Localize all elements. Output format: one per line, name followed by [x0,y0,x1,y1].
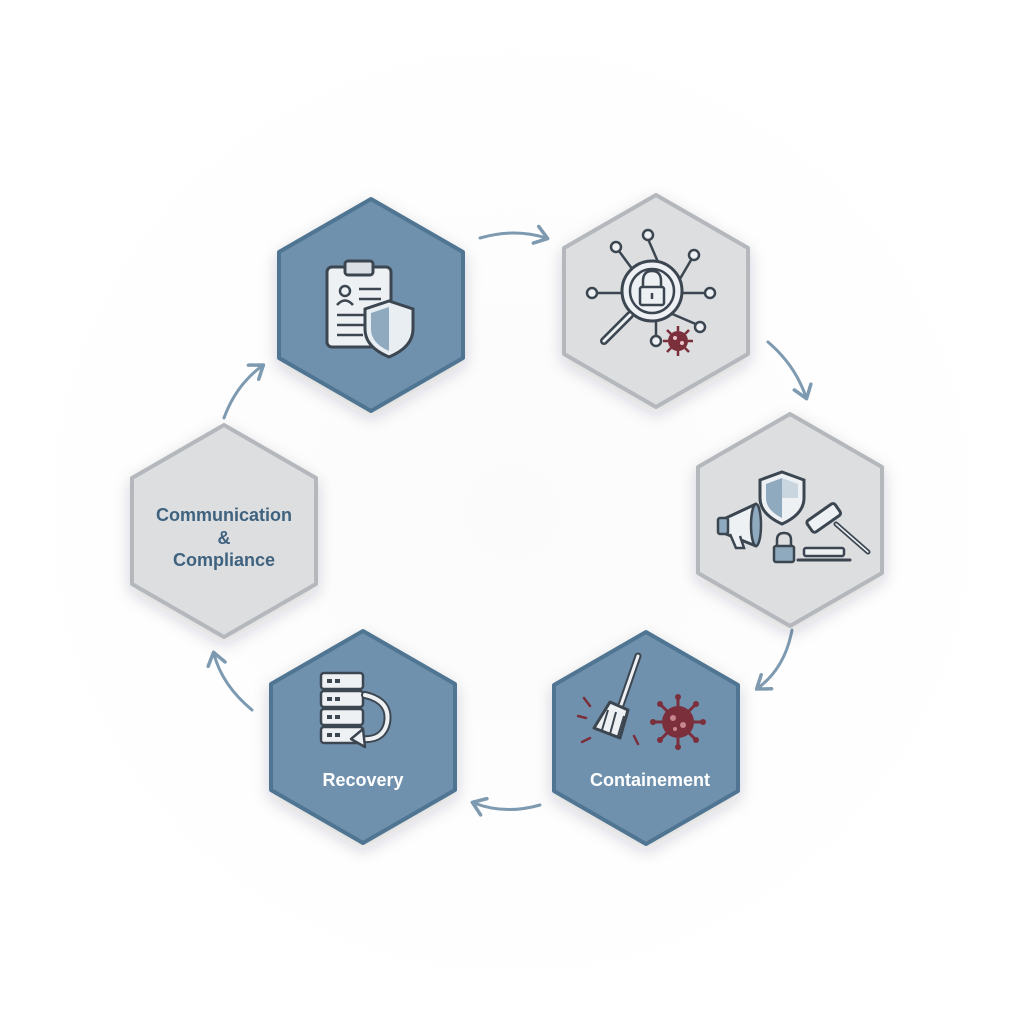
server-restore-icon [319,671,392,749]
node-containment: Containement [552,630,740,846]
virus-icon [663,326,693,356]
virus-icon [650,694,706,750]
megaphone-shield-gavel-icon [716,470,871,564]
node-preparation [277,197,465,413]
hex-communication-compliance [130,423,318,639]
label-containment: Containement [590,770,710,790]
arrow-communication-to-preparation [222,363,266,420]
network-lock-magnifier-icon [585,228,717,356]
arrow-recovery-to-communication [206,650,254,712]
arrow-detection-to-response [766,340,813,401]
node-detection [562,193,750,409]
hex-containment [552,630,740,846]
label-ampersand: & [218,528,231,548]
node-response [696,412,884,628]
node-communication-compliance: Communication & Compliance [130,423,318,639]
label-compliance: Compliance [173,550,275,570]
arrow-response-to-containment [754,628,794,691]
node-recovery: Recovery [269,629,457,845]
arrow-containment-to-recovery [470,796,542,817]
label-communication: Communication [156,505,292,525]
arrow-preparation-to-detection [478,224,550,245]
clipboard-shield-icon [325,259,415,359]
broom-virus-icon [576,652,706,750]
cycle-arrows [206,224,813,817]
label-recovery: Recovery [322,770,403,790]
